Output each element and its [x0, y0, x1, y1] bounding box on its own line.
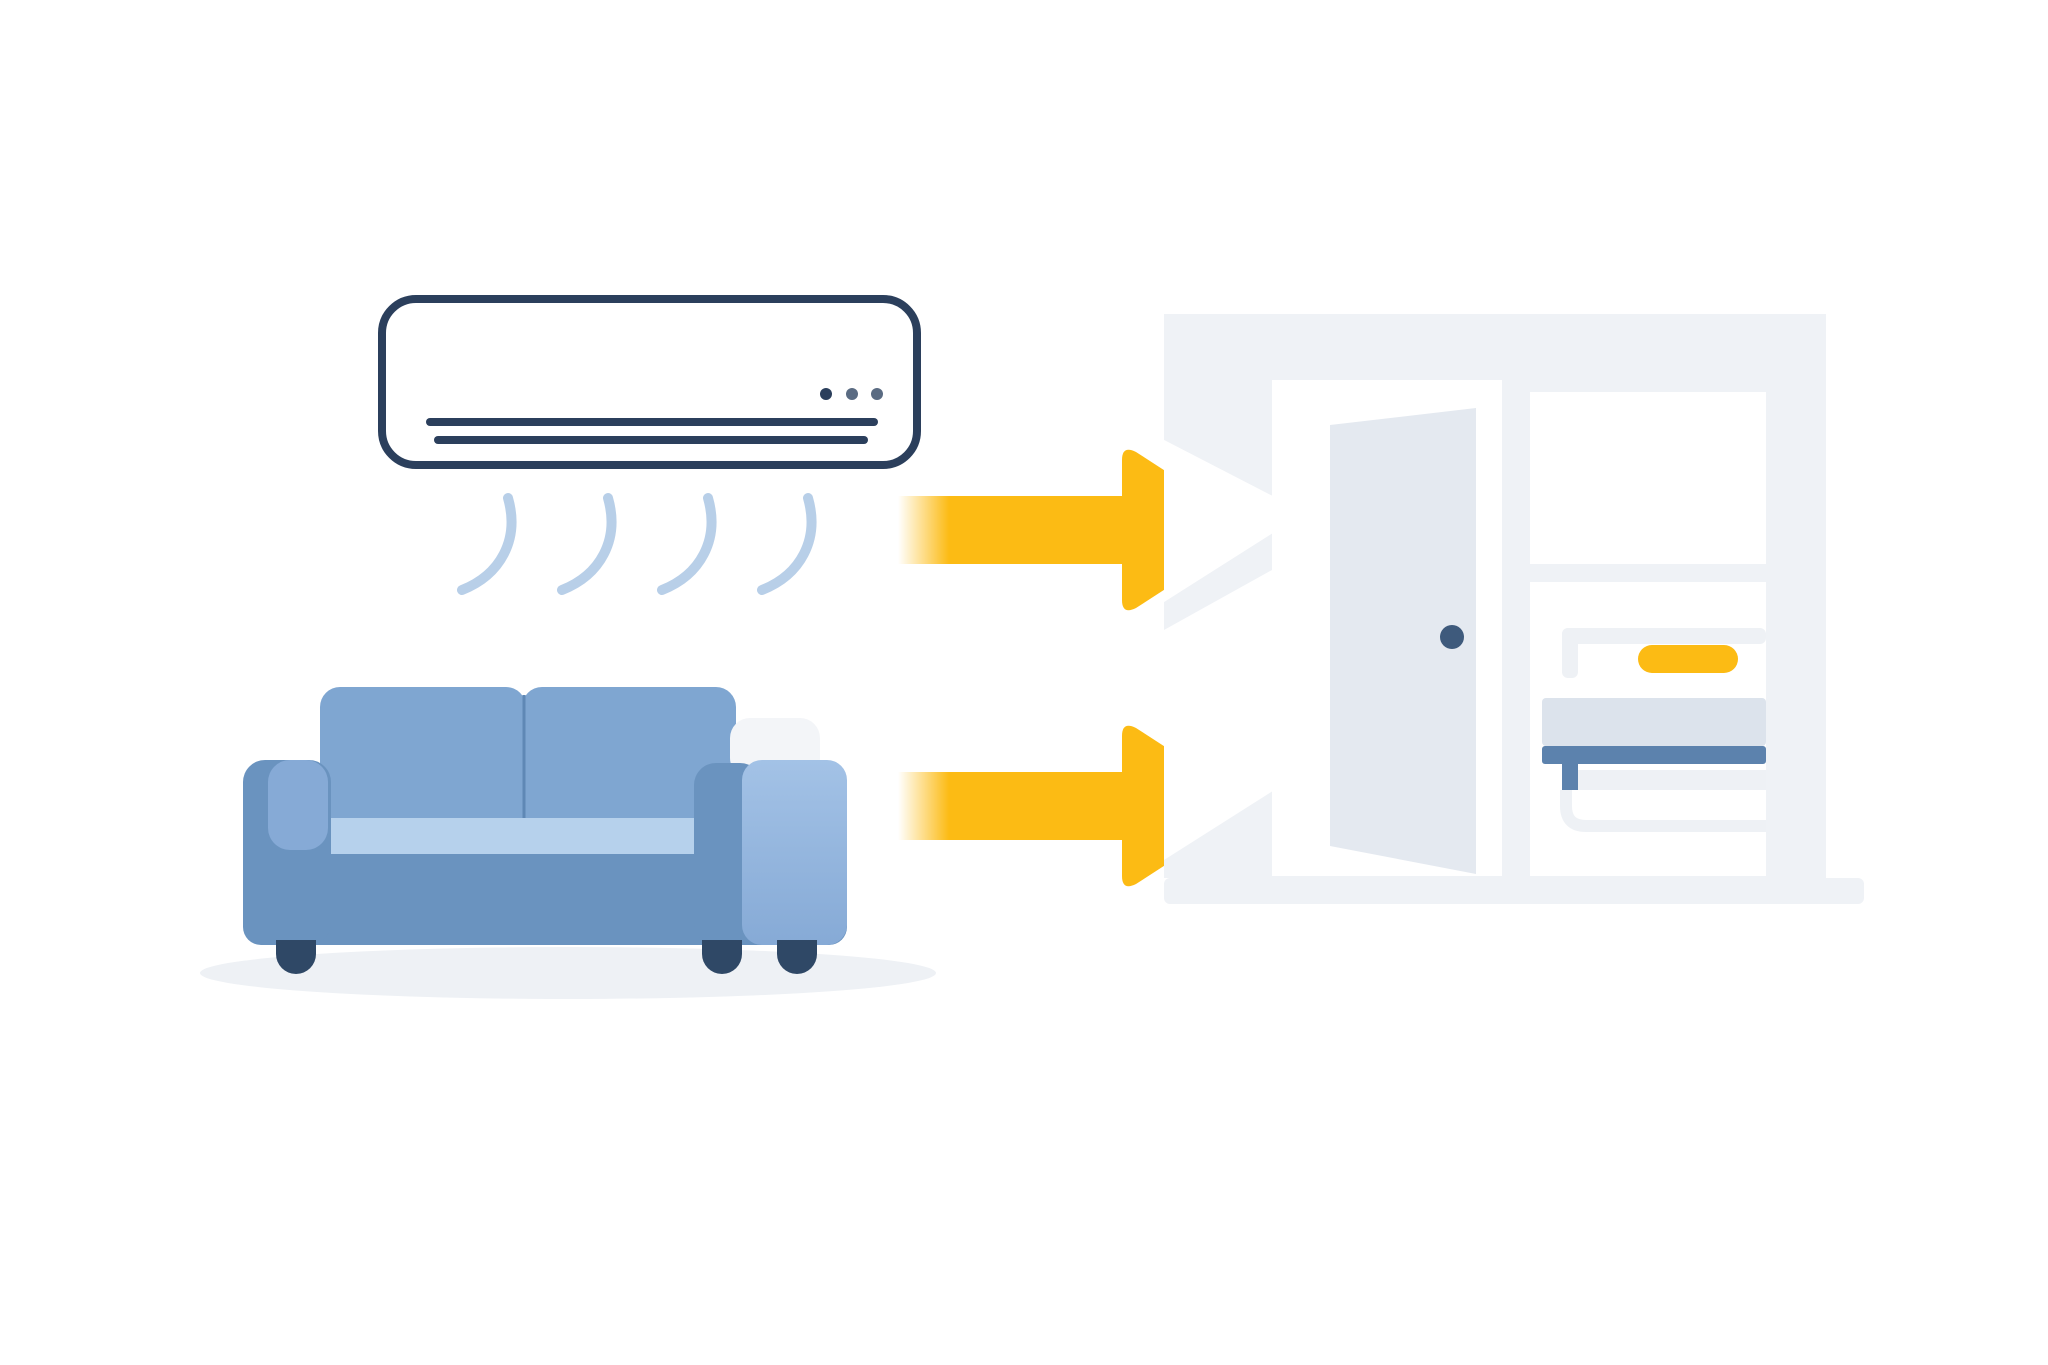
ac-indicator-light — [846, 388, 858, 400]
bed-mattress — [1542, 698, 1766, 746]
airflow-wisp — [657, 493, 717, 595]
sofa-seat — [300, 818, 700, 854]
pillow — [1638, 645, 1738, 673]
airflow-wisp — [757, 493, 817, 595]
sofa-icon — [200, 687, 936, 999]
air-conditioner-icon — [378, 295, 921, 469]
arrow-shaft — [898, 496, 1130, 564]
sofa-leg — [777, 940, 817, 974]
bed-headboard-post — [1562, 628, 1578, 678]
door-knob — [1440, 625, 1464, 649]
bed-headboard — [1562, 628, 1766, 644]
arrow-gap — [1164, 440, 1290, 602]
sofa-shadow — [200, 947, 936, 999]
sofa-arm-right — [742, 760, 847, 945]
window-pane-upper — [1530, 392, 1766, 564]
arrow-gap — [1164, 700, 1290, 860]
bed-rail — [1560, 790, 1766, 832]
room-floor — [1164, 878, 1864, 904]
airflow-wisp — [557, 493, 617, 595]
airflow-icon — [457, 493, 817, 595]
arrow-shaft — [898, 772, 1130, 840]
bed-frame — [1542, 746, 1766, 764]
sofa-leg — [702, 940, 742, 974]
airflow-wisp — [457, 493, 517, 595]
bed-base — [1578, 770, 1766, 790]
sofa-back-cushion — [320, 687, 526, 827]
sofa-leg — [276, 940, 316, 974]
room-with-open-door-icon — [1164, 314, 1864, 904]
ac-indicator-light — [820, 388, 832, 400]
sofa-arm-left-top — [268, 760, 328, 850]
bed-icon — [1542, 628, 1766, 832]
sofa-back-cushion — [522, 687, 736, 827]
bed-leg — [1562, 764, 1578, 790]
door — [1330, 408, 1476, 874]
ac-indicator-light — [871, 388, 883, 400]
